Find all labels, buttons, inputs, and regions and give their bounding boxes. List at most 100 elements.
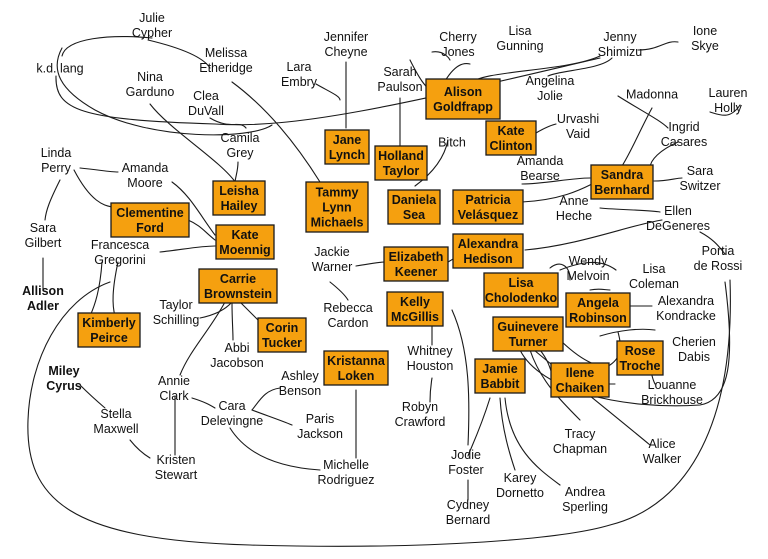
person-name-line: Clea [193,89,219,103]
person-name-line: Jolie [537,89,563,103]
person-name-line: Lisa [643,262,666,276]
person-name-line: Cheyne [324,45,367,59]
highlight-box [474,358,526,394]
person-name-line: Linda [41,146,72,160]
person-name-line: Sea [403,208,426,222]
edge [229,427,321,471]
person-name-line: Jackson [297,427,343,441]
person-name-line: Jacobson [210,356,264,370]
person-name-line: k.d. lang [36,62,83,76]
person-name-line: Jodie [451,448,481,462]
person-name-line: Dabis [678,350,710,364]
person-name-line: Vaid [566,127,590,141]
edge [559,261,617,271]
person-name-line: Chaiken [556,381,605,395]
person-name-line: Sandra [601,168,644,182]
person-name-line: Lynn [322,201,351,215]
edge [699,231,726,255]
person-name-line: Lisa [508,276,534,290]
person-name-line: Holly [714,101,743,115]
person-name-line: Sperling [562,500,608,514]
highlight-box [198,268,278,304]
person-name-line: Bearse [520,169,560,183]
person-name-line: Jones [441,45,474,59]
person-name-line: Louanne [648,378,697,392]
person-name-line: Warner [312,260,353,274]
highlight-box [212,180,266,216]
person-name-line: Ilene [566,366,595,380]
highlight-box [590,164,654,200]
person-name-line: Hailey [221,199,258,213]
person-name-line: Julie [139,11,165,25]
person-name-line: Skye [691,39,719,53]
person-name-line: Crawford [395,415,446,429]
edge [599,207,661,213]
person-name-line: Cara [218,399,245,413]
person-name-line: Turner [509,335,548,349]
edge [329,281,349,301]
person-name-line: Moennig [219,243,270,257]
edge [179,301,226,376]
person-name-line: Portia [702,244,735,258]
person-name-line: Angelina [526,74,575,88]
person-name-line: Gregorini [94,253,145,267]
highlight-box [77,312,141,348]
person-name-line: Schilling [153,313,200,327]
person-name-line: Robyn [402,400,438,414]
highlight-box [215,224,275,260]
person-name-line: Dornetto [496,486,544,500]
person-name-line: Hedison [463,252,512,266]
person-name-line: Holland [378,149,424,163]
person-name-line: Allison [22,284,64,298]
edge [199,301,233,319]
edge [147,39,211,69]
person-name-line: Leisha [219,184,260,198]
person-name-line: Cherry [439,30,477,44]
person-name-line: Gilbert [25,236,62,250]
person-name-line: Amanda [122,161,169,175]
person-name-line: Bitch [438,136,466,150]
person-name-line: Goldfrapp [433,100,493,114]
edge [429,377,433,403]
person-name-line: Brickhouse [641,393,703,407]
person-name-line: Lynch [329,148,365,162]
person-name-line: Jenny [603,30,637,44]
person-name-line: Shimizu [598,45,643,59]
person-name-line: Kristen [157,453,196,467]
highlight-box [386,291,444,327]
edge [171,181,216,236]
edge [159,245,216,253]
highlight-box [383,246,449,282]
edge [451,309,470,446]
edge [315,83,341,101]
edge [187,219,216,241]
edge [467,397,491,457]
person-name-line: Rose [625,344,656,358]
person-name-line: Casares [661,135,708,149]
person-name-line: Francesca [91,238,149,252]
